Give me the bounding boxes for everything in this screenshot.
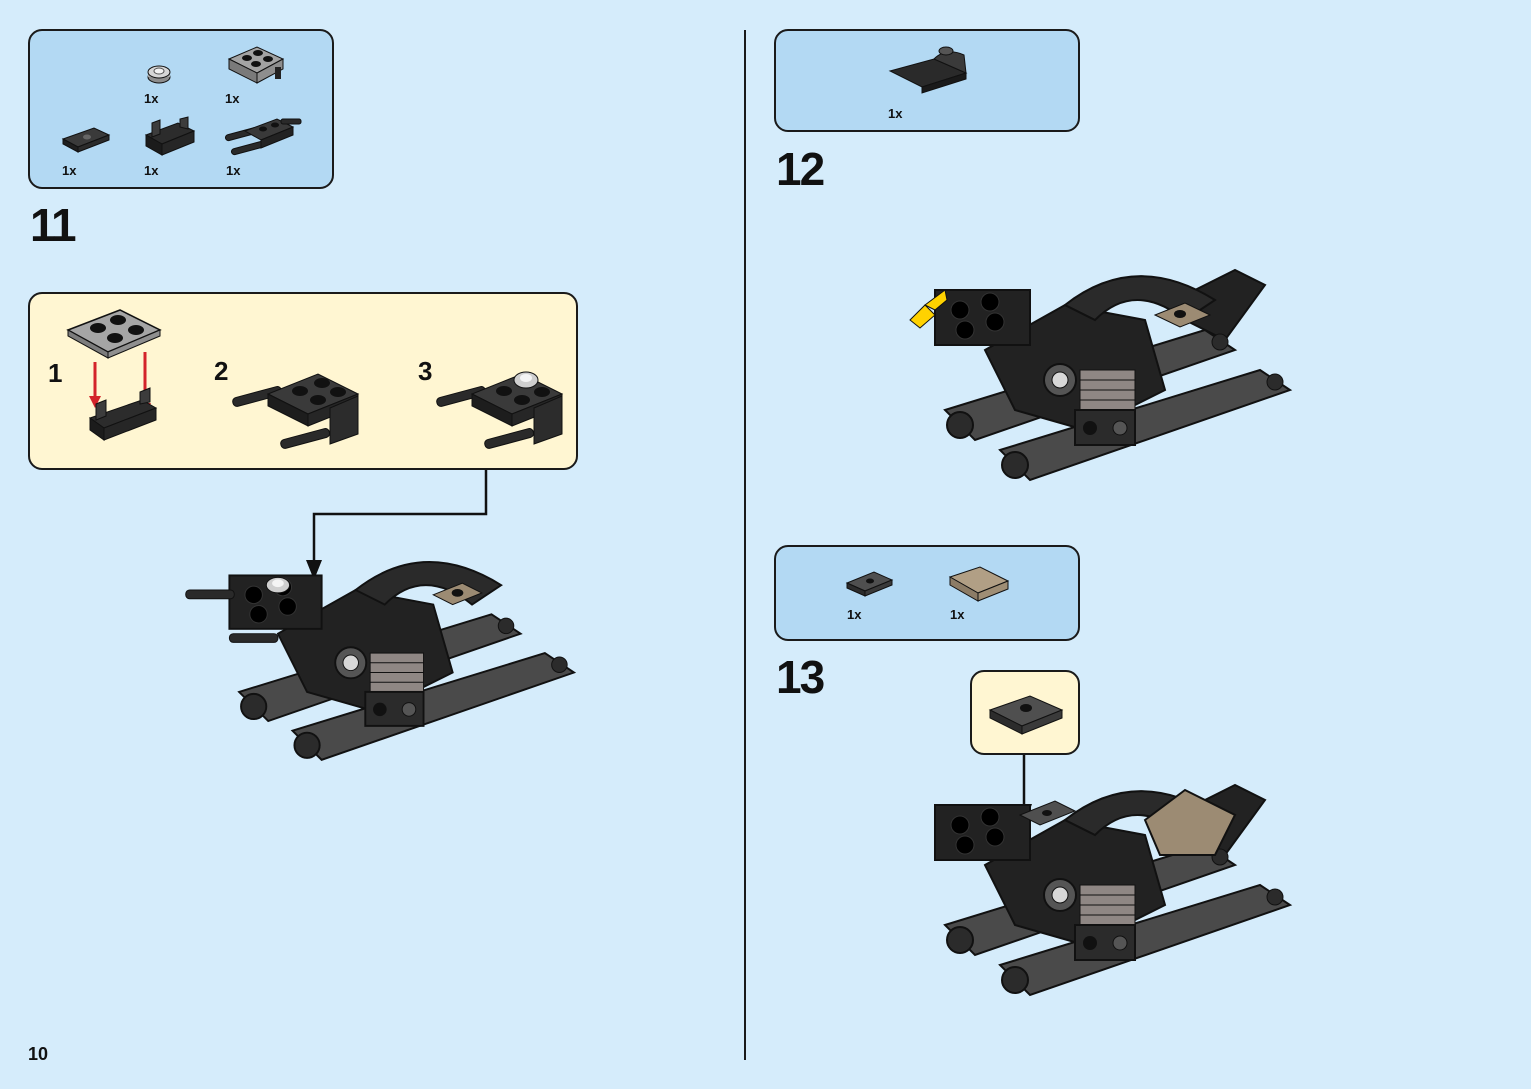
slope-curved-tan-icon xyxy=(948,566,1010,602)
page-number: 10 xyxy=(28,1044,49,1064)
part-qty: 1x xyxy=(847,607,862,622)
step-11-model-illustration xyxy=(185,561,575,761)
substep-number: 1 xyxy=(48,358,63,388)
jumper-plate-callout-icon xyxy=(988,695,1064,735)
round-plate-1x1-icon xyxy=(147,65,171,84)
part-qty: 1x xyxy=(62,163,77,178)
step-13-model-illustration xyxy=(934,783,1291,996)
substep-number: 3 xyxy=(418,356,433,386)
substep-number: 2 xyxy=(214,356,229,386)
plate-2x2-pins-icon xyxy=(227,46,285,84)
part-qty: 1x xyxy=(950,607,965,622)
bar-holder-icon xyxy=(224,118,302,156)
step-12-parts-box: 1x xyxy=(774,29,1080,132)
page-divider xyxy=(744,30,746,1060)
part-qty: 1x xyxy=(888,106,903,121)
part-qty: 1x xyxy=(144,163,159,178)
step-number-13: 13 xyxy=(776,651,825,703)
substep-1-illustration xyxy=(66,309,162,441)
part-qty: 1x xyxy=(226,163,241,178)
jumper-plate-icon xyxy=(845,571,894,597)
bracket-icon xyxy=(144,116,196,156)
plate-1x2-icon xyxy=(61,127,111,153)
step-11-subassembly-box: 1 2 3 xyxy=(28,292,578,470)
step-number-11: 11 xyxy=(30,199,77,251)
step-number-12: 12 xyxy=(776,143,825,195)
part-qty: 1x xyxy=(225,91,240,106)
slope-curved-black-icon xyxy=(888,46,968,94)
step-11-parts-box: 1x 1x 1x 1x 1x xyxy=(28,29,334,189)
part-qty: 1x xyxy=(144,91,159,106)
substep-3-illustration xyxy=(436,371,564,449)
step-13-parts-box: 1x 1x xyxy=(774,545,1080,641)
substep-2-illustration xyxy=(232,373,360,449)
step-12-model-illustration xyxy=(909,268,1291,481)
step-13-callout-box xyxy=(970,670,1080,755)
